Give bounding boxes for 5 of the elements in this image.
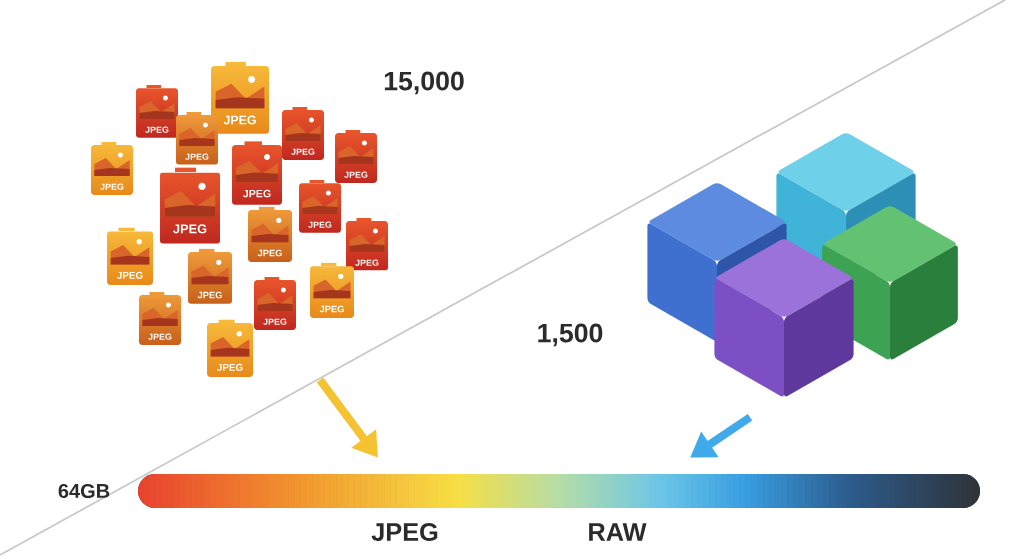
- value-label: 15,000: [384, 71, 464, 95]
- value-label: 64GB: [58, 483, 110, 499]
- gradient-bar: [138, 474, 980, 508]
- cubes-drawing: [647, 133, 958, 397]
- value-label: 1,500: [538, 323, 603, 347]
